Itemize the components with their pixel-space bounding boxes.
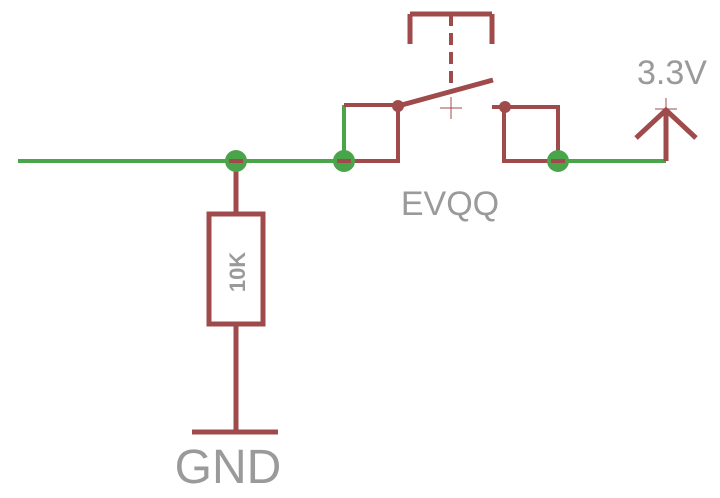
resistor-value-label: 10K	[225, 252, 250, 292]
supply-origin-cross	[655, 98, 677, 120]
ground-label: GND	[175, 441, 282, 494]
resistor	[206, 162, 266, 432]
pin-dots	[392, 100, 511, 113]
switch-part-label: EVQQ	[401, 185, 499, 223]
switch-right-pin-dot	[499, 101, 511, 113]
supply-label: 3.3V	[637, 54, 707, 92]
switch-left-pin-dot	[392, 100, 404, 112]
pushbutton-switch	[344, 11, 560, 163]
